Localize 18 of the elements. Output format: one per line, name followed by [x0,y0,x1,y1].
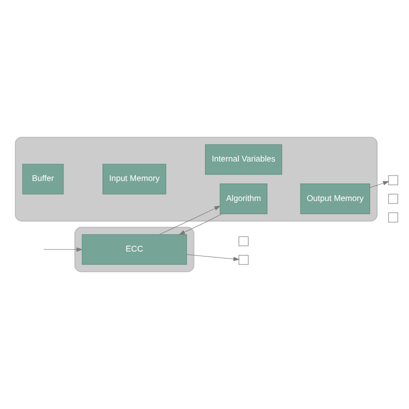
arrow [43,247,83,252]
node-box: Algorithm [220,184,268,214]
arrow [178,214,222,235]
node-box: Output Memory [300,184,370,214]
node-box: Buffer [22,164,64,194]
node-box [238,236,248,246]
cluster [14,136,378,222]
node-box [388,175,398,186]
arrow [159,206,221,235]
node-box: Input Memory [102,164,166,194]
arrow [370,181,390,188]
arrow [186,254,240,262]
node-box [388,194,398,204]
cluster [74,226,194,272]
node-box: ECC [82,234,187,265]
node-box [238,254,248,265]
node-box: Internal Variables [205,144,282,175]
node-box [388,212,398,222]
